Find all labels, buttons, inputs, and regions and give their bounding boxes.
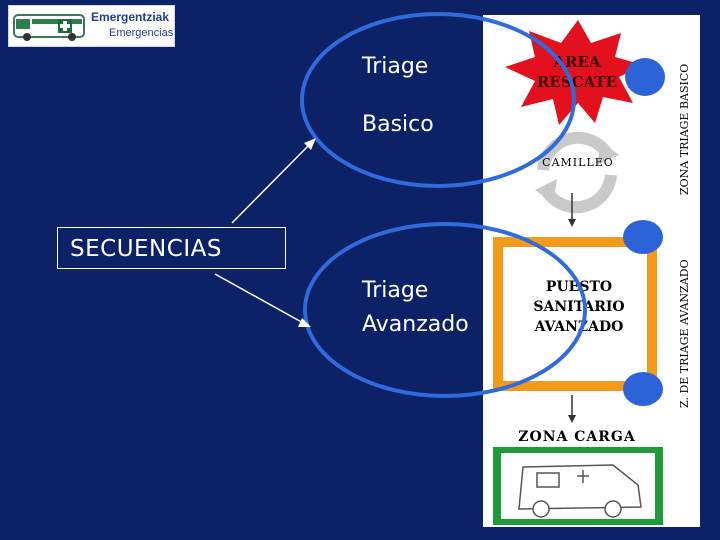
arrow-to-avanzado (214, 273, 306, 325)
puesto-sanitario-label: PUESTO SANITARIO AVANZADO (533, 279, 625, 335)
rescue-area-starburst (505, 20, 643, 125)
logo-title: Emergentziak (91, 10, 170, 24)
triage-avanzado-dot-top (623, 220, 663, 254)
triage-basico-dot (625, 58, 665, 96)
camilleo-label: CAMILLEO (542, 156, 614, 169)
triage-zones-diagram: AREA RESCATE CAMILLEO PUESTO SANITARIO A… (483, 15, 700, 527)
triage-basico-line2: Basico (362, 112, 434, 137)
triage-avanzado-ellipse (303, 222, 587, 398)
logo-subtitle: Emergencias (109, 27, 174, 39)
triage-avanzado-dot-bottom (623, 372, 663, 406)
zona-carga-label: ZONA CARGA (518, 429, 636, 445)
ambulance-logo-icon (13, 14, 85, 41)
arrow-to-basico (231, 141, 313, 224)
triage-basico-line1: Triage (362, 54, 429, 79)
ambulance-sketch-icon (518, 464, 642, 518)
diagram-graphics (493, 20, 665, 525)
secuencias-box: SECUENCIAS (57, 227, 286, 269)
triage-basico-ellipse (300, 12, 576, 188)
triage-avanzado-label: Triage Avanzado (362, 278, 469, 337)
emergentziak-logo: Emergentziak Emergencias (8, 5, 175, 47)
recycle-arrows-icon (535, 131, 619, 214)
secuencias-label: SECUENCIAS (70, 236, 222, 262)
